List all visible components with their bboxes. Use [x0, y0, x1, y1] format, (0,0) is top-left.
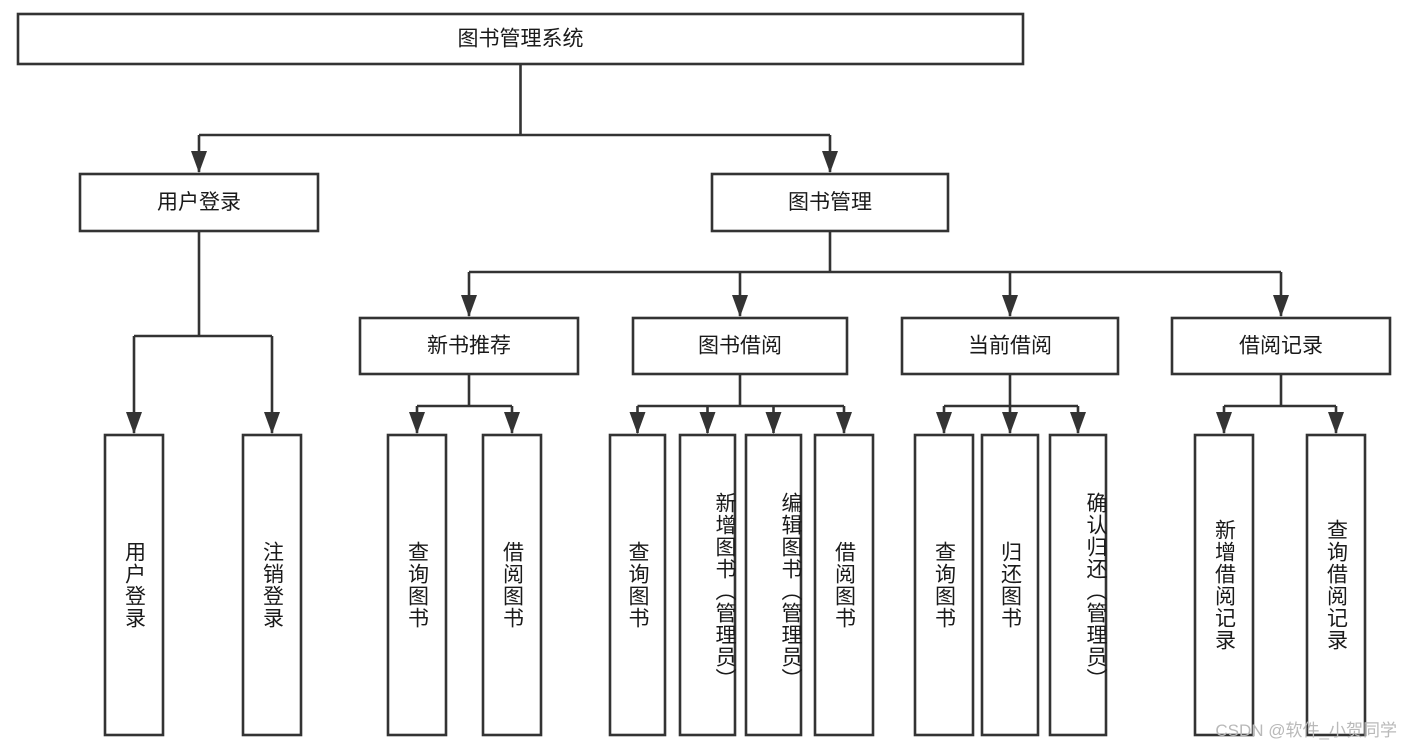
arrow-head — [461, 295, 477, 317]
node-box-leaf-edit-book — [744, 433, 803, 737]
node-box-leaf-borrow-book-1 — [481, 433, 543, 737]
arrow-head — [504, 412, 520, 434]
node-label-current-borrow: 当前借阅 — [968, 335, 1052, 358]
node-box-book-borrow — [631, 316, 849, 376]
node-box-root — [16, 12, 1025, 66]
node-label-root: 图书管理系统 — [458, 28, 584, 51]
arrow-head — [126, 412, 142, 434]
node-box-leaf-query-book-3 — [913, 433, 975, 737]
arrow-head — [1002, 295, 1018, 317]
arrow-head — [1002, 412, 1018, 434]
arrow-head — [822, 151, 838, 173]
node-box-user-login — [78, 172, 320, 233]
arrow-head — [1216, 412, 1232, 434]
node-label-borrow-record: 借阅记录 — [1239, 335, 1323, 358]
node-box-leaf-logout — [241, 433, 303, 737]
arrow-head — [1070, 412, 1086, 434]
node-box-current-borrow — [900, 316, 1120, 376]
arrow-head — [1273, 295, 1289, 317]
node-box-leaf-query-record — [1305, 433, 1367, 737]
node-box-borrow-record — [1170, 316, 1392, 376]
node-label-book-manage: 图书管理 — [788, 191, 872, 214]
node-box-leaf-query-book-2 — [608, 433, 667, 737]
node-box-leaf-add-book — [678, 433, 737, 737]
connector-layer — [126, 64, 1344, 434]
node-box-leaf-confirm-return — [1048, 433, 1108, 737]
arrow-head — [1328, 412, 1344, 434]
node-box-leaf-add-record — [1193, 433, 1255, 737]
node-box-leaf-borrow-book-2 — [813, 433, 875, 737]
arrow-head — [191, 151, 207, 173]
node-label-book-borrow: 图书借阅 — [698, 335, 782, 358]
arrow-head — [836, 412, 852, 434]
arrow-head — [765, 412, 782, 434]
arrow-head — [936, 412, 952, 434]
arrow-head — [264, 412, 280, 434]
node-layer — [16, 12, 1392, 737]
node-box-leaf-query-book-1 — [386, 433, 448, 737]
arrow-head — [629, 412, 646, 434]
arrow-head — [732, 295, 748, 317]
node-box-leaf-return-book — [980, 433, 1040, 737]
watermark: CSDN @软件_小贺同学 — [1215, 721, 1397, 740]
node-box-new-book-rec — [358, 316, 580, 376]
node-box-leaf-user-login — [103, 433, 165, 737]
node-label-user-login: 用户登录 — [157, 191, 241, 214]
node-box-book-manage — [710, 172, 950, 233]
arrow-head — [409, 412, 425, 434]
arrow-head — [699, 412, 716, 434]
node-label-new-book-rec: 新书推荐 — [427, 335, 511, 358]
